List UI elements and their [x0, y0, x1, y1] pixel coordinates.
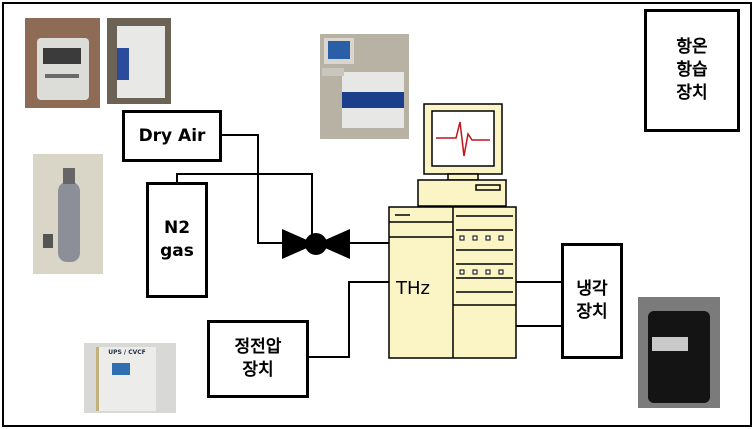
- valve-icon: [282, 229, 350, 259]
- chiller-photo: [638, 297, 720, 408]
- thz-cabinet-knobs: [459, 235, 504, 275]
- voltage-line1: 정전압: [234, 337, 282, 358]
- cooling-line2: 장치: [576, 302, 608, 322]
- cooling-device-box: 냉각 장치: [561, 243, 623, 359]
- spectrometer-photo: [320, 34, 409, 139]
- thz-computer-icon: [417, 103, 507, 207]
- dehumidifier-photo-left: [25, 18, 100, 108]
- constant-temp-humidity-box: 항온 항습 장치: [644, 9, 740, 132]
- ups-photo: UPS / CVCF: [84, 343, 176, 413]
- constant-temp-line2: 항습: [676, 60, 708, 81]
- constant-temp-line1: 항온: [676, 37, 708, 58]
- dry-air-line: [221, 134, 285, 244]
- constant-temp-line3: 장치: [676, 82, 708, 103]
- n2-gas-line: [176, 173, 313, 236]
- ups-label: UPS / CVCF: [108, 349, 146, 356]
- dehumidifier-photo-right: [107, 18, 171, 104]
- dry-air-label: Dry Air: [138, 125, 206, 146]
- voltage-line2: 장치: [242, 360, 274, 380]
- n2-label-line1: N2: [163, 218, 191, 239]
- n2-label-line2: gas: [160, 241, 194, 261]
- n2-gas-box: N2 gas: [146, 182, 208, 298]
- n2-cylinder-photo: [33, 154, 103, 274]
- voltage-regulator-box: 정전압 장치: [207, 320, 309, 398]
- voltage-to-thz-line: [308, 281, 389, 358]
- thz-label: THz: [396, 278, 430, 299]
- cooling-line1: 냉각: [576, 279, 608, 300]
- dry-air-box: Dry Air: [122, 110, 222, 162]
- thz-cabinet: [388, 206, 517, 359]
